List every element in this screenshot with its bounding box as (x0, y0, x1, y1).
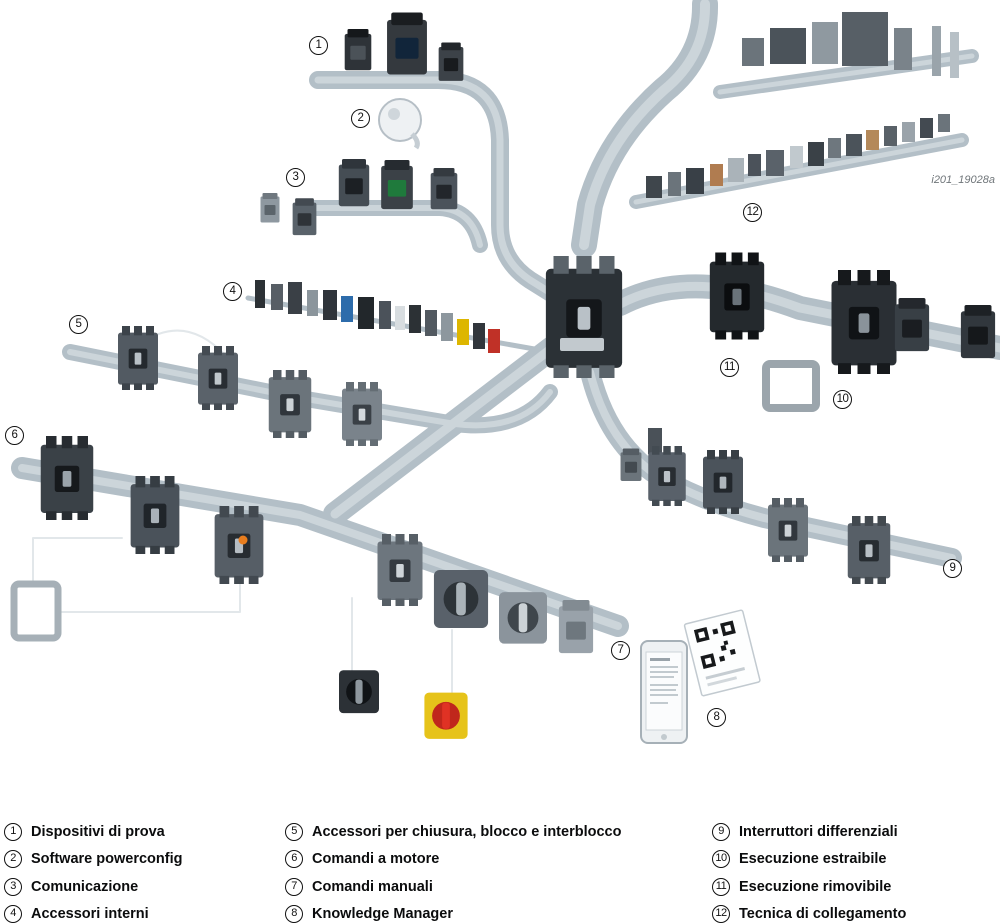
legend-number-badge: 1 (4, 822, 22, 841)
group-9-rcd-breakers (620, 428, 891, 584)
callout-3: 3 (286, 168, 305, 187)
legend-number-badge: 3 (4, 877, 22, 896)
legend-item: 12 Tecnica di collegamento (712, 901, 906, 924)
legend-label: Tecnica di collegamento (739, 906, 907, 923)
legend-number-badge: 12 (712, 905, 730, 924)
legend-item: 5 Accessori per chiusura, blocco e inter… (285, 818, 621, 846)
callout-4: 4 (223, 282, 242, 301)
accessories-diagram (10, 0, 1000, 744)
legend-column-3: 9 Interruttori differenziali 10 Esecuzio… (712, 818, 906, 924)
legend-item: 3 Comunicazione (4, 873, 182, 901)
group-10-draw-out (762, 270, 930, 412)
legend-label: Esecuzione estraibile (739, 851, 887, 868)
legend-label: Comunicazione (31, 878, 139, 895)
legend-number-badge: 5 (285, 822, 303, 841)
right-edge-device (960, 305, 996, 359)
callout-2: 2 (351, 109, 370, 128)
legend-label: Accessori per chiusura, blocco e interbl… (312, 823, 622, 840)
legend-number-badge: 11 (712, 877, 730, 896)
group-4-internal-accessories (255, 280, 500, 353)
legend-item: 8 Knowledge Manager (285, 901, 621, 924)
legend-item: 1 Dispositivi di prova (4, 818, 182, 846)
legend-number-badge: 9 (712, 822, 730, 841)
legend-label: Dispositivi di prova (31, 823, 165, 840)
callout-5: 5 (69, 315, 88, 334)
legend-label: Accessori interni (31, 906, 149, 923)
legend-item: 4 Accessori interni (4, 901, 182, 924)
group-8-knowledge-manager (640, 609, 761, 744)
legend-label: Comandi a motore (312, 851, 440, 868)
callout-1: 1 (309, 36, 328, 55)
legend-number-badge: 2 (4, 850, 22, 869)
group-12-connection (646, 12, 959, 198)
legend-item: 7 Comandi manuali (285, 873, 621, 901)
group-6-motor-operators (10, 436, 264, 642)
callout-11: 11 (720, 358, 739, 377)
legend-number-badge: 4 (4, 905, 22, 924)
legend-number-badge: 10 (712, 850, 730, 869)
legend-label: Knowledge Manager (312, 906, 453, 923)
group-11-plug-in (709, 252, 765, 340)
legend-label: Software powerconfig (31, 851, 183, 868)
callout-9: 9 (943, 559, 962, 578)
callout-12: 12 (743, 203, 762, 222)
figure-watermark: i201_19028a (931, 174, 995, 186)
legend-item: 10 Esecuzione estraibile (712, 846, 906, 874)
group-2-powerconfig (378, 98, 422, 150)
legend-item: 9 Interruttori differenziali (712, 818, 906, 846)
callout-7: 7 (611, 641, 630, 660)
legend-item: 2 Software powerconfig (4, 846, 182, 874)
legend-number-badge: 6 (285, 850, 303, 869)
legend-column-1: 1 Dispositivi di prova 2 Software powerc… (4, 818, 182, 924)
legend-item: 6 Comandi a motore (285, 846, 621, 874)
legend-column-2: 5 Accessori per chiusura, blocco e inter… (285, 818, 621, 924)
callout-8: 8 (707, 708, 726, 727)
legend-label: Comandi manuali (312, 878, 433, 895)
legend: 1 Dispositivi di prova 2 Software powerc… (0, 818, 1000, 924)
legend-label: Esecuzione rimovibile (739, 878, 892, 895)
callout-6: 6 (5, 426, 24, 445)
callout-10: 10 (833, 390, 852, 409)
legend-number-badge: 8 (285, 905, 303, 924)
legend-number-badge: 7 (285, 877, 303, 896)
legend-label: Interruttori differenziali (739, 823, 898, 840)
group-1-test-devices (344, 12, 464, 81)
center-breaker (545, 256, 623, 378)
legend-item: 11 Esecuzione rimovibile (712, 873, 906, 901)
